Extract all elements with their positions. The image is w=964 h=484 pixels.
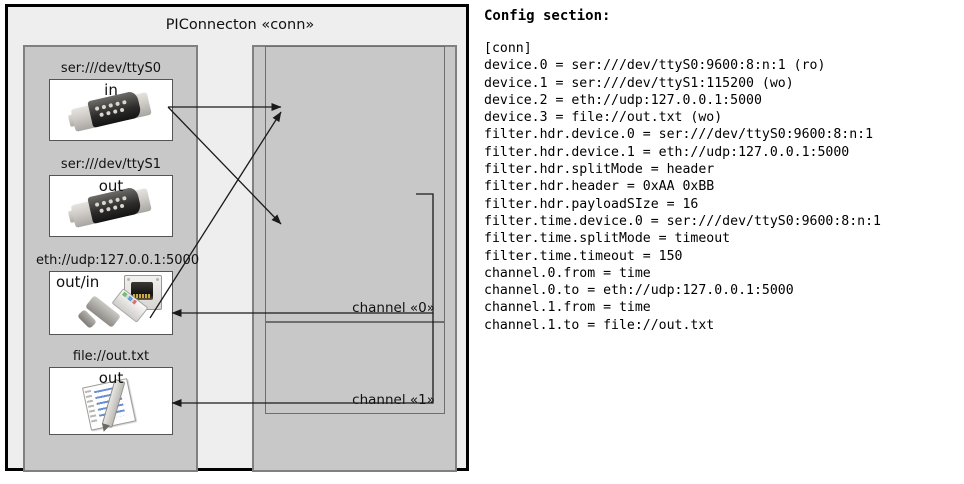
config-line: filter.hdr.splitMode = header <box>484 162 715 178</box>
config-line: device.1 = ser:///dev/ttyS1:115200 (wo) <box>484 75 794 91</box>
config-line: filter.time.device.0 = ser:///dev/ttyS0:… <box>484 213 881 229</box>
diagram-title: PIConnecton «conn» <box>165 17 315 33</box>
device-caption: eth://udp:127.0.0.1:5000 <box>36 253 200 268</box>
config-lines: [conn] device.0 = ser:///dev/ttyS0:9600:8… <box>484 40 881 334</box>
architecture-diagram: PIConnecton «conn» ser:///dev/ttyS0 in <box>0 0 478 484</box>
connection-frame: PIConnecton «conn» ser:///dev/ttyS0 in <box>5 4 469 472</box>
device-box: out/in <box>49 271 173 335</box>
device-ser-ttys0[interactable]: ser:///dev/ttyS0 in <box>49 61 173 141</box>
device-box: out <box>49 367 173 435</box>
config-line: filter.time.splitMode = timeout <box>484 231 731 247</box>
config-line: channel.0.from = time <box>484 265 651 281</box>
config-line: device.0 = ser:///dev/ttyS0:9600:8:n:1 (… <box>484 58 826 74</box>
config-section: Config section: [conn] device.0 = ser:///… <box>482 0 964 484</box>
device-box: in <box>49 79 173 141</box>
config-line: channel.0.to = eth://udp:127.0.0.1:5000 <box>484 283 794 299</box>
channel-label: channel «1» <box>352 392 435 408</box>
config-heading: Config section: <box>484 8 611 24</box>
device-direction-label: in <box>104 81 118 99</box>
config-line: [conn] <box>484 41 532 56</box>
config-line: channel.1.from = time <box>484 300 651 316</box>
config-line: filter.time.timeout = 150 <box>484 248 683 264</box>
config-line: filter.hdr.device.1 = eth://udp:127.0.0.… <box>484 144 850 160</box>
config-line: filter.hdr.header = 0xAA 0xBB <box>484 179 715 195</box>
device-caption: ser:///dev/ttyS1 <box>60 157 162 172</box>
channel-0-box[interactable]: channel «0» <box>265 46 445 322</box>
channel-1-box[interactable]: channel «1» <box>265 322 445 414</box>
device-caption: file://out.txt <box>72 349 150 364</box>
device-caption: ser:///dev/ttyS0 <box>60 61 162 76</box>
config-line: channel.1.to = file://out.txt <box>484 317 715 333</box>
config-line: device.3 = file://out.txt (wo) <box>484 110 723 126</box>
channel-label: channel «0» <box>352 300 435 316</box>
device-file-out[interactable]: file://out.txt out <box>49 349 173 435</box>
device-ser-ttys1[interactable]: ser:///dev/ttyS1 out <box>49 157 173 237</box>
device-direction-label: out <box>98 369 124 387</box>
device-direction-label: out <box>98 177 124 195</box>
config-line: filter.hdr.device.0 = ser:///dev/ttyS0:9… <box>484 127 874 143</box>
device-direction-label: out/in <box>56 273 100 291</box>
filters-panel: filters Filter «hdr» header = 0xAA 0xBB … <box>252 45 457 472</box>
config-line: filter.hdr.payloadSIze = 16 <box>484 196 699 212</box>
config-line: device.2 = eth://udp:127.0.0.1:5000 <box>484 92 762 108</box>
device-eth-udp[interactable]: eth://udp:127.0.0.1:5000 out/in <box>34 253 200 337</box>
devices-panel: ser:///dev/ttyS0 in <box>23 45 200 472</box>
device-box: out <box>49 175 173 237</box>
